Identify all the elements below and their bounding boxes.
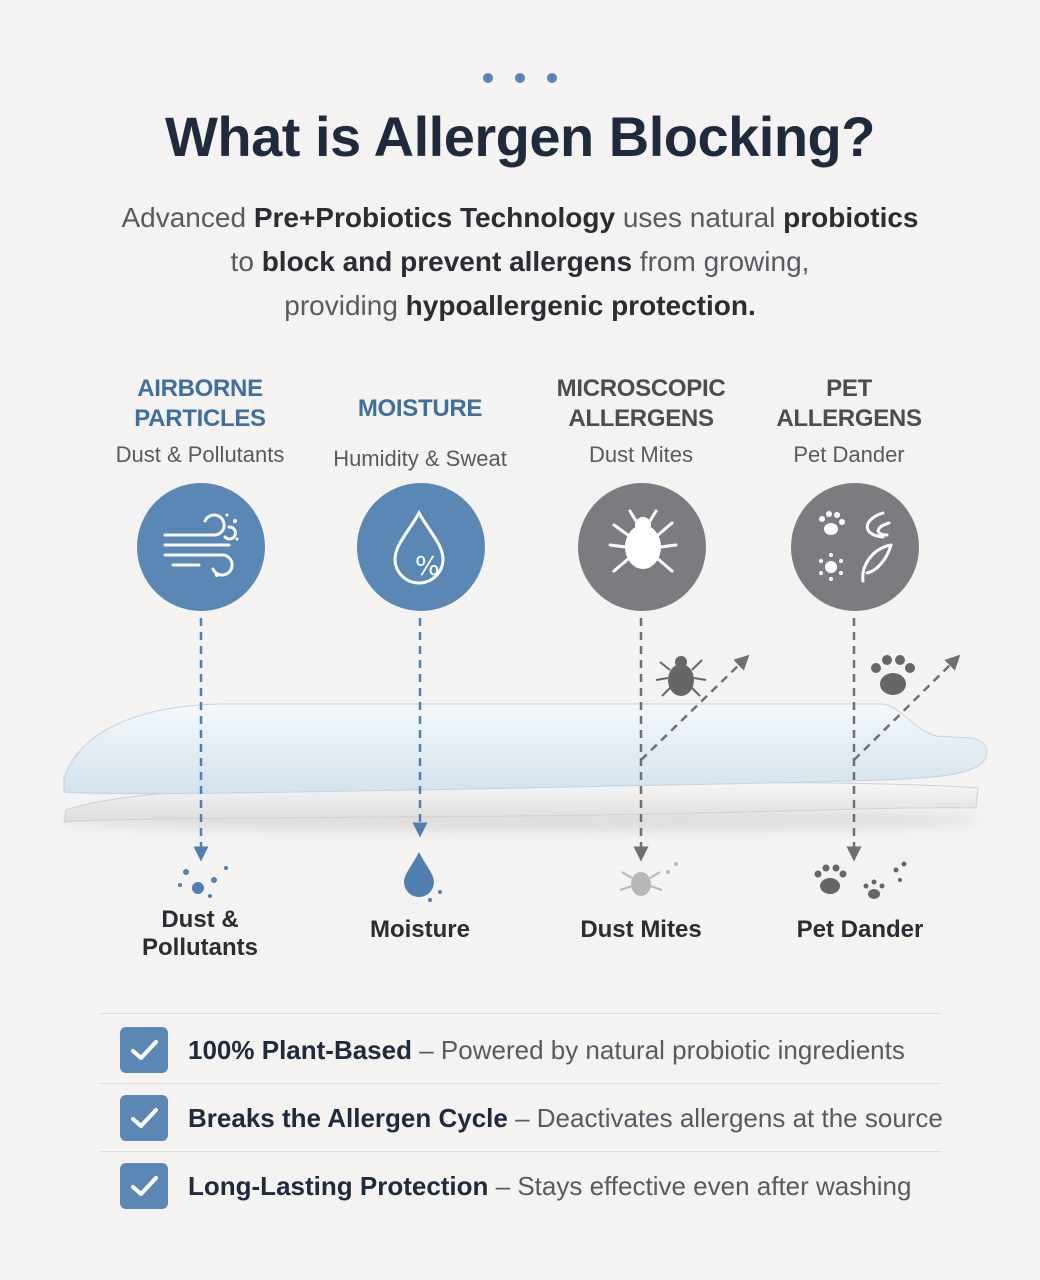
feature-row: Breaks the Allergen Cycle – Deactivates … bbox=[100, 1085, 943, 1153]
dot bbox=[515, 73, 525, 83]
result-label-mites: Dust Mites bbox=[580, 916, 702, 943]
category-subtitle: Dust & Pollutants bbox=[115, 442, 285, 467]
dust-mite-icon bbox=[619, 862, 678, 896]
arrow-deflect bbox=[853, 654, 961, 761]
feature-row: 100% Plant-Based – Powered by natural pr… bbox=[100, 1017, 942, 1085]
dot bbox=[547, 73, 557, 83]
dust-mite-icon bbox=[578, 483, 706, 611]
feature-text: 100% Plant-Based – Powered by natural pr… bbox=[188, 1035, 905, 1065]
feature-row: Long-Lasting Protection – Stays effectiv… bbox=[100, 1153, 942, 1221]
dot bbox=[483, 73, 493, 83]
check-icon bbox=[120, 1095, 168, 1141]
divider bbox=[100, 1151, 942, 1152]
category-moisture: MOISTURE Humidity & Sweat bbox=[310, 394, 530, 472]
mattress-top-layer bbox=[63, 703, 988, 795]
result-label-moisture: Moisture bbox=[369, 916, 470, 943]
feature-text: Long-Lasting Protection – Stays effectiv… bbox=[188, 1171, 912, 1201]
svg-text:%: % bbox=[415, 552, 440, 582]
check-icon bbox=[120, 1163, 168, 1209]
result-label-dander: Pet Dander bbox=[796, 916, 924, 943]
humidity-drop-icon: % bbox=[357, 483, 485, 611]
result-label-dust: Dust &Pollutants bbox=[141, 906, 258, 961]
mattress-diagram bbox=[60, 618, 988, 902]
category-subtitle: Humidity & Sweat bbox=[333, 446, 507, 471]
page-subtitle: Advanced Pre+Probiotics Technology uses … bbox=[40, 196, 1000, 328]
wind-icon bbox=[137, 483, 265, 611]
divider bbox=[100, 1013, 942, 1014]
pet-paw-icon bbox=[791, 483, 919, 611]
dust-particles-icon bbox=[178, 866, 228, 898]
subtitle-line-3: providing hypoallergenic protection. bbox=[284, 290, 756, 321]
category-title: MOISTURE bbox=[357, 395, 483, 422]
pagination-dots bbox=[0, 70, 1040, 88]
feature-text: Breaks the Allergen Cycle – Deactivates … bbox=[188, 1103, 943, 1133]
pet-dander-icon bbox=[814, 861, 907, 899]
water-drop-icon bbox=[404, 852, 442, 902]
check-icon bbox=[120, 1027, 168, 1073]
subtitle-line-2: to block and prevent allergens from grow… bbox=[230, 246, 810, 277]
page-title: What is Allergen Blocking? bbox=[165, 105, 875, 168]
paw-icon bbox=[871, 655, 915, 695]
category-subtitle: Pet Dander bbox=[793, 442, 905, 467]
subtitle-line-1: Advanced Pre+Probiotics Technology uses … bbox=[121, 202, 919, 233]
dust-mite-icon bbox=[655, 656, 707, 697]
category-subtitle: Dust Mites bbox=[589, 442, 693, 467]
arrow-deflect bbox=[640, 654, 750, 761]
divider bbox=[100, 1083, 942, 1084]
